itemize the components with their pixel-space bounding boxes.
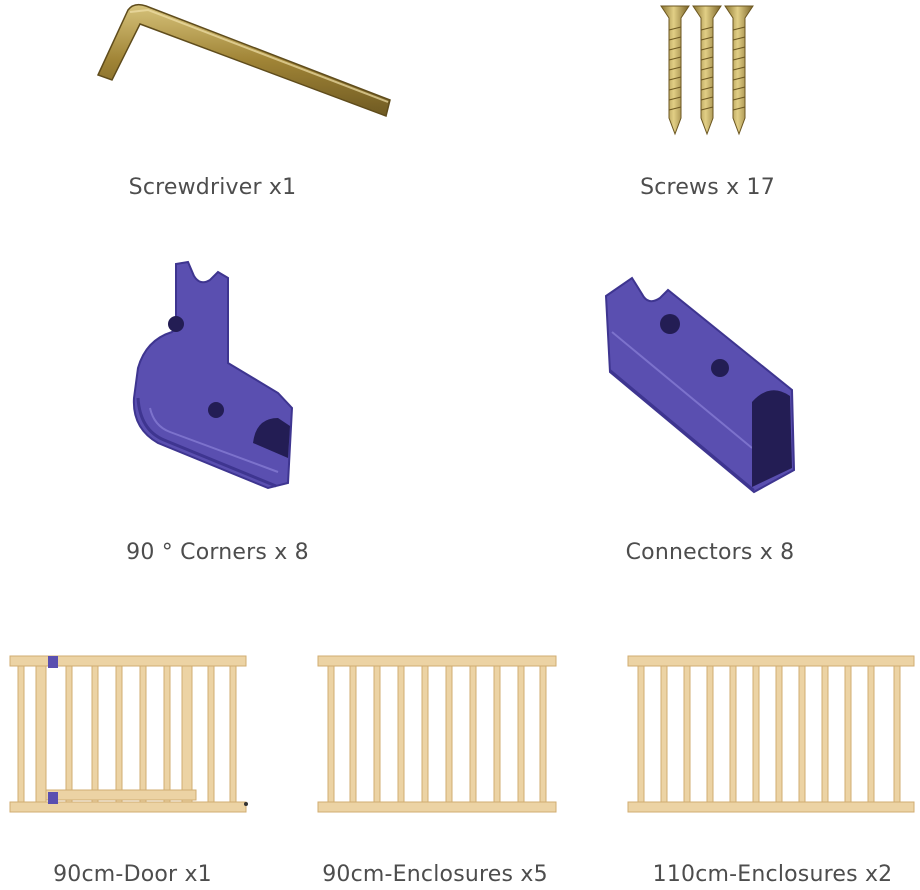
screws-label: Screws x 17 <box>640 175 775 200</box>
enclosures-110-label: 110cm-Enclosures x2 <box>652 862 893 887</box>
enclosures-90-label: 90cm-Enclosures x5 <box>322 862 548 887</box>
gate-panel-icon <box>6 652 250 817</box>
hex-key-icon <box>90 0 400 125</box>
fence-panel-90-icon <box>316 652 558 817</box>
corners-label: 90 ° Corners x 8 <box>126 540 309 565</box>
fence-panel-110-icon <box>626 652 916 817</box>
connectors-label: Connectors x 8 <box>625 540 795 565</box>
corner-connector-icon <box>128 258 298 493</box>
screw-icon <box>655 0 760 140</box>
straight-connector-icon <box>602 272 800 497</box>
door-label: 90cm-Door x1 <box>53 862 212 887</box>
screwdriver-label: Screwdriver x1 <box>128 175 297 200</box>
